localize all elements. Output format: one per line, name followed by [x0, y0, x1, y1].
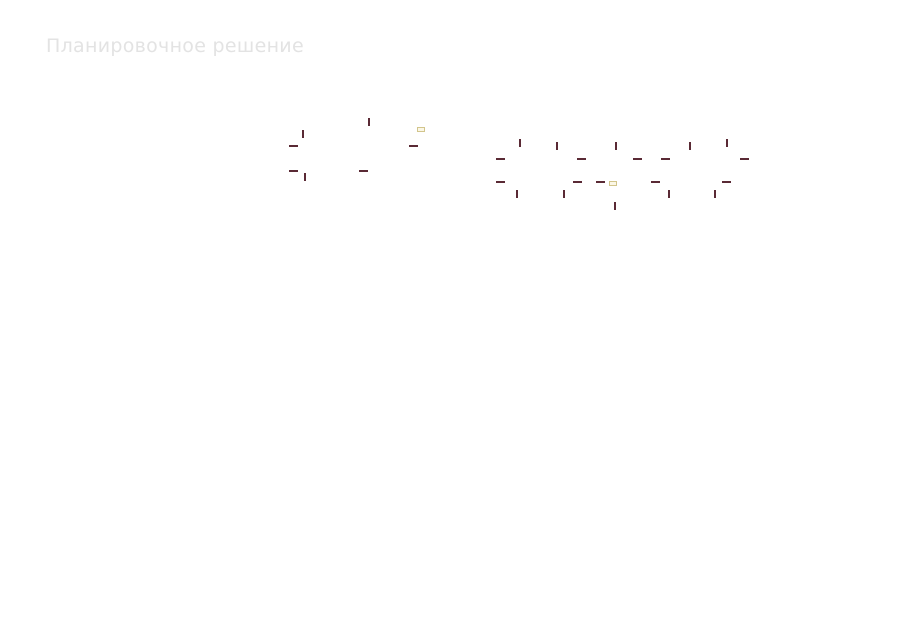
door-mark [359, 170, 368, 172]
door-mark [661, 158, 670, 160]
door-mark [302, 130, 304, 138]
door-mark [714, 190, 716, 198]
door-mark [573, 181, 582, 183]
door-mark [519, 139, 521, 147]
door-mark [304, 173, 306, 181]
window-mark [609, 181, 617, 186]
door-mark [368, 118, 370, 126]
page-title: Планировочное решение [46, 35, 304, 57]
door-mark [596, 181, 605, 183]
door-mark [496, 158, 505, 160]
door-mark [614, 202, 616, 210]
door-mark [689, 142, 691, 150]
door-mark [563, 190, 565, 198]
window-mark [417, 127, 425, 132]
door-mark [740, 158, 749, 160]
door-mark [651, 181, 660, 183]
door-mark [615, 142, 617, 150]
door-mark [516, 190, 518, 198]
door-mark [577, 158, 586, 160]
door-mark [633, 158, 642, 160]
door-mark [289, 145, 298, 147]
door-mark [556, 142, 558, 150]
door-mark [726, 139, 728, 147]
door-mark [496, 181, 505, 183]
door-mark [409, 145, 418, 147]
door-mark [289, 170, 298, 172]
door-mark [668, 190, 670, 198]
door-mark [722, 181, 731, 183]
